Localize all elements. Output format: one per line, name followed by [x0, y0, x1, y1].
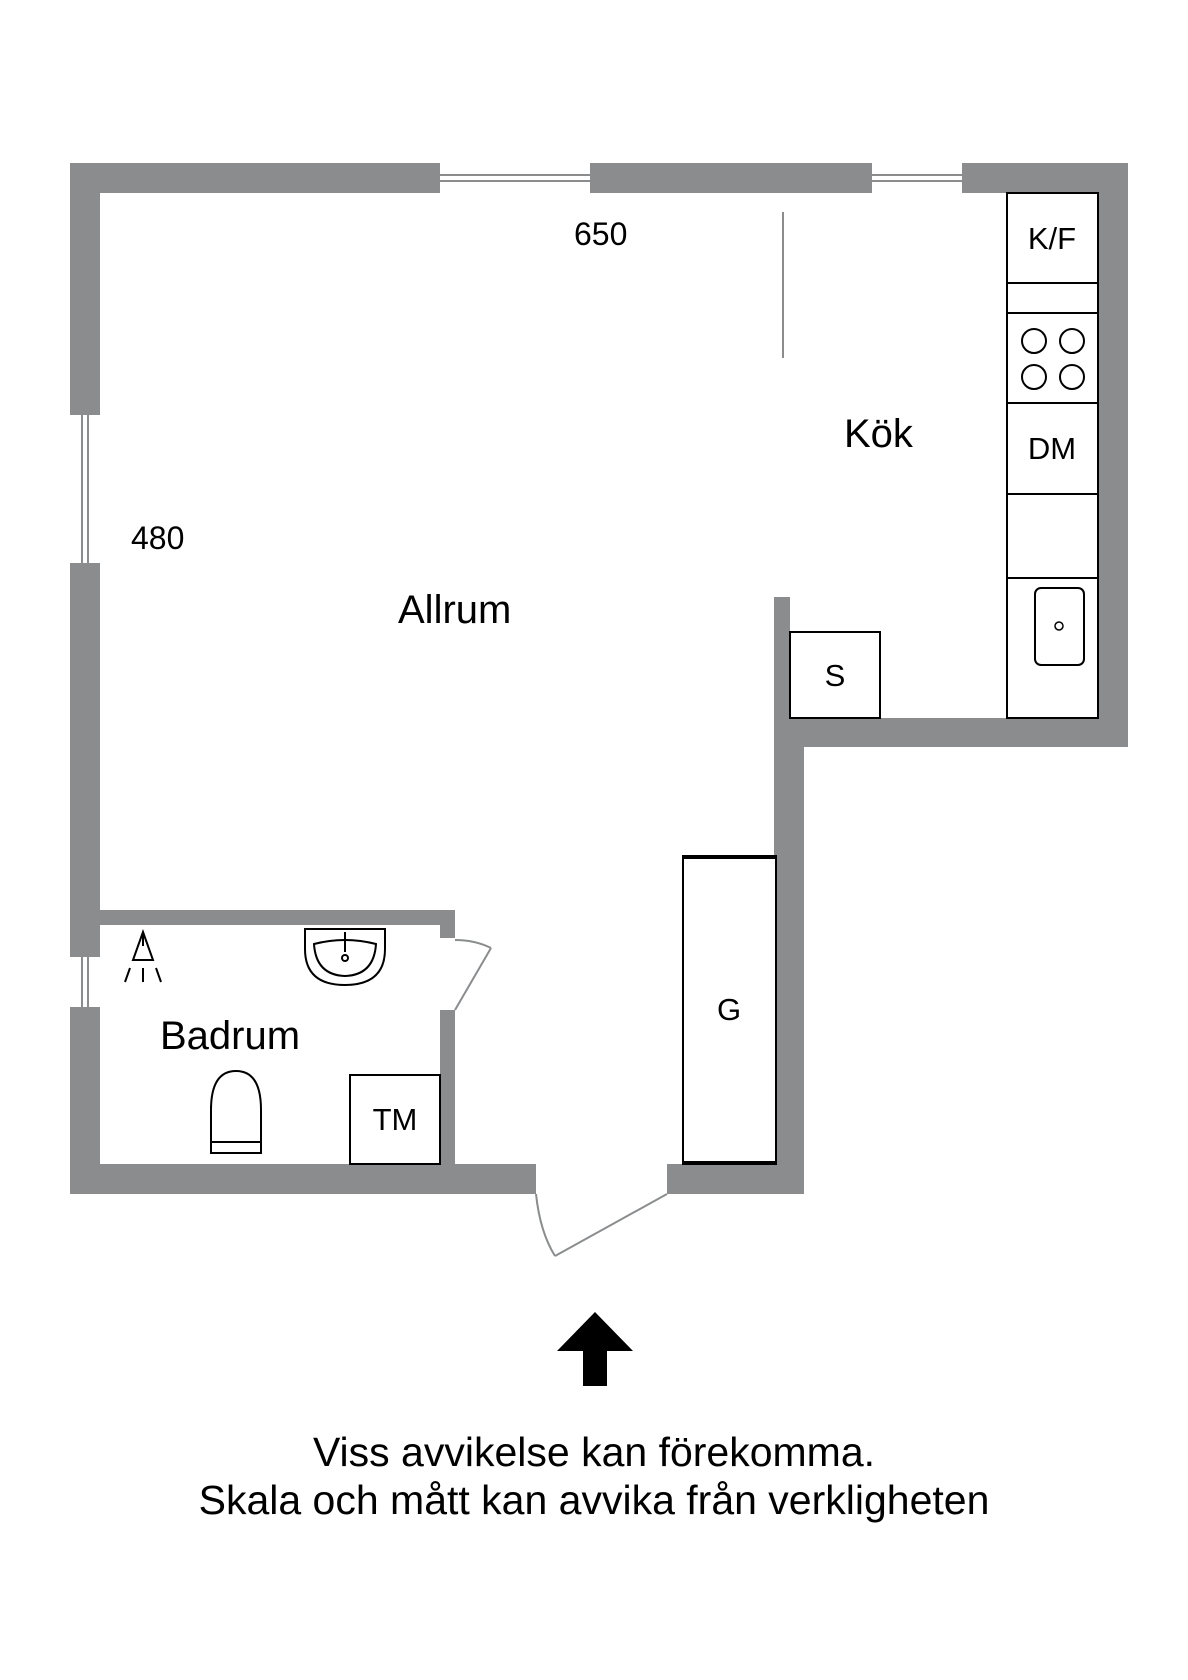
- sink-icon: [304, 928, 386, 987]
- kitchen-counter: [1006, 192, 1099, 719]
- doors: [454, 939, 668, 1257]
- wardrobe-s: [789, 631, 881, 719]
- wall-inner-right: [774, 718, 804, 1194]
- window-top-2: [872, 163, 962, 193]
- dishwasher: [1006, 402, 1099, 495]
- wall-kitchen-stub: [774, 597, 790, 721]
- disclaimer-line-2: Skala och mått kan avvika från verklighe…: [198, 1477, 990, 1523]
- wall-bottom-right: [667, 1164, 804, 1194]
- wardrobe-g: [682, 855, 777, 1165]
- wall-top: [70, 163, 1128, 193]
- dimension-width: 650: [574, 216, 627, 252]
- shower-icon: [124, 929, 162, 983]
- fridge-freezer: [1006, 192, 1099, 284]
- window-left-2: [70, 957, 100, 1007]
- stove-icon: [1021, 328, 1085, 390]
- entrance-door[interactable]: [535, 1193, 668, 1257]
- dimension-depth: 480: [131, 520, 184, 556]
- toilet-icon: [210, 1069, 262, 1154]
- disclaimer-line-1: Viss avvikelse kan förekomma.: [312, 1429, 876, 1475]
- label-wardrobe-s: S: [825, 658, 846, 693]
- walls: [70, 163, 1128, 1194]
- room-label-badrum: Badrum: [160, 1014, 300, 1058]
- wall-bathroom-door-post-top: [440, 910, 455, 938]
- label-wardrobe-g: G: [717, 992, 741, 1027]
- label-fridge-freezer: K/F: [1028, 221, 1076, 256]
- bathroom-door[interactable]: [454, 939, 492, 1011]
- kitchen-sink-icon: [1034, 587, 1085, 666]
- wall-right: [1098, 163, 1128, 747]
- label-dishwasher: DM: [1028, 431, 1076, 466]
- wall-bathroom-top: [100, 910, 455, 925]
- wall-kitchen-bottom: [774, 718, 1128, 747]
- arrow-up-icon: [557, 1312, 633, 1386]
- counter-section: [1006, 493, 1099, 579]
- stove: [1006, 312, 1099, 404]
- washing-machine: [349, 1074, 441, 1165]
- counter-gap: [1006, 282, 1099, 314]
- window-left-1: [70, 415, 100, 563]
- windows: [70, 163, 962, 1007]
- room-label-kok: Kök: [844, 412, 914, 456]
- window-top-1: [440, 163, 590, 193]
- room-label-allrum: Allrum: [398, 588, 511, 632]
- wall-bathroom-right: [440, 1010, 455, 1165]
- wall-bottom-left: [70, 1164, 536, 1194]
- wall-left: [70, 163, 100, 1194]
- label-washing-machine: TM: [373, 1102, 418, 1137]
